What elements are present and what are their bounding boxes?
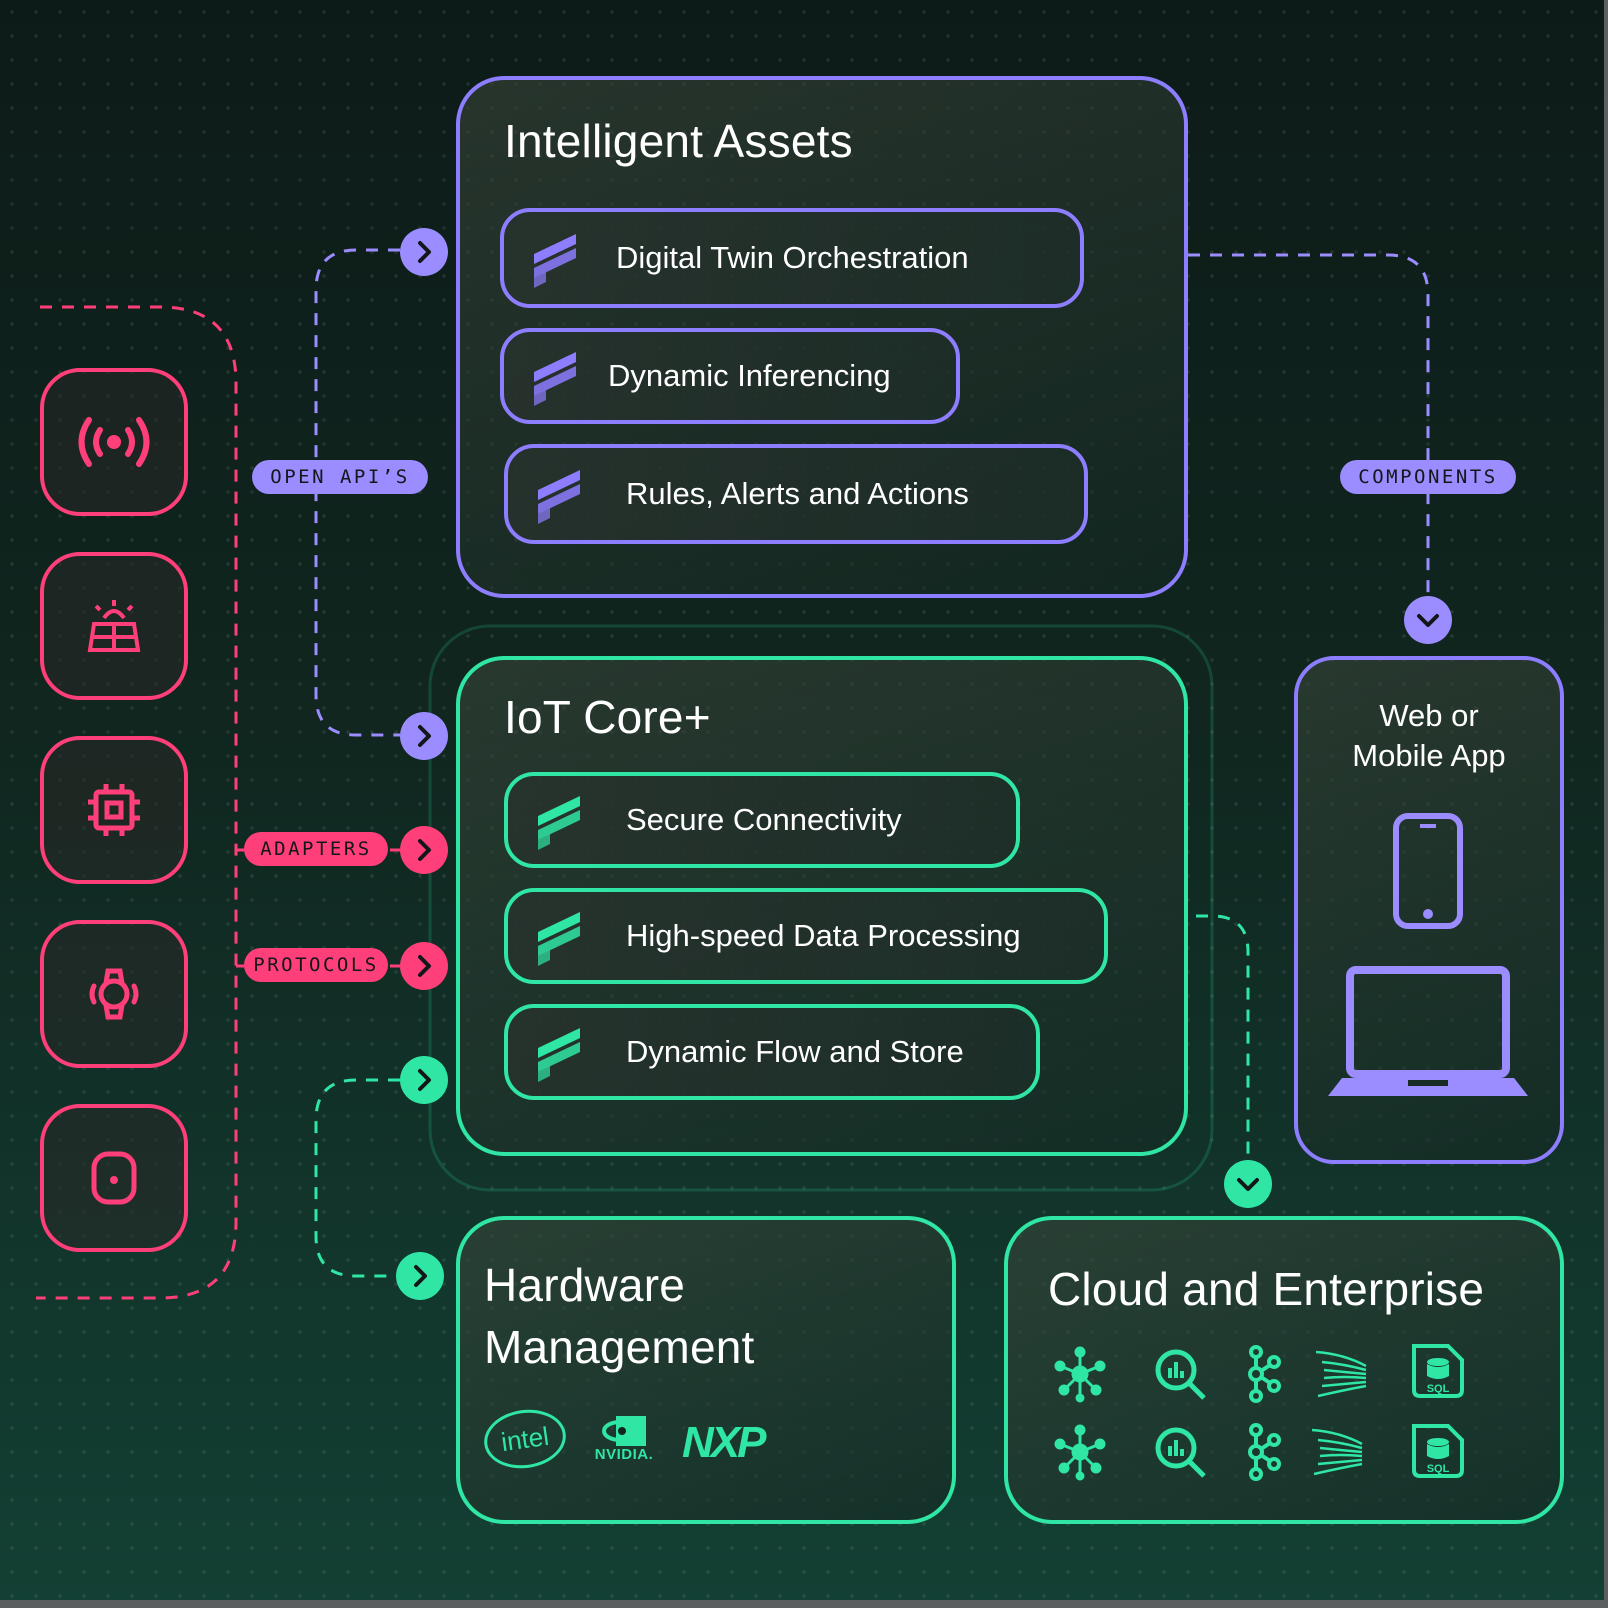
- stream-icon: [1315, 1350, 1367, 1398]
- analytics-search-icon: [1155, 1349, 1206, 1400]
- app-title: Web or Mobile App: [1294, 696, 1564, 776]
- secure-connectivity-item[interactable]: Secure Connectivity: [504, 772, 1020, 868]
- device-chip: [40, 736, 188, 884]
- high-speed-processing-label: High-speed Data Processing: [626, 918, 1021, 953]
- stack-icon: [534, 352, 576, 406]
- dynamic-flow-item[interactable]: Dynamic Flow and Store: [504, 1004, 1040, 1100]
- device-solar: [40, 552, 188, 700]
- high-speed-processing-item[interactable]: High-speed Data Processing: [504, 888, 1108, 984]
- dynamic-flow-label: Dynamic Flow and Store: [626, 1034, 964, 1069]
- hardware-title: Hardware Management: [484, 1254, 755, 1378]
- dynamic-inferencing-label: Dynamic Inferencing: [608, 358, 891, 393]
- kafka-icon: [1248, 1345, 1281, 1403]
- laptop-icon: [1328, 966, 1528, 1096]
- hardware-panel: [456, 1216, 956, 1524]
- chevron-right-icon: [400, 228, 448, 276]
- rules-alerts-item[interactable]: Rules, Alerts and Actions: [504, 444, 1088, 544]
- digital-twin-label: Digital Twin Orchestration: [616, 240, 969, 275]
- stack-icon: [538, 470, 580, 524]
- app-title-line2: Mobile App: [1352, 738, 1506, 773]
- smartwatch-icon: [89, 968, 139, 1020]
- nvidia-eye-icon: [602, 1416, 646, 1446]
- stream-icon: [1311, 1428, 1363, 1476]
- hardware-title-line1: Hardware: [484, 1259, 686, 1311]
- intelligent-assets-title: Intelligent Assets: [504, 115, 853, 167]
- chevron-right-icon: [400, 942, 448, 990]
- chevron-right-icon: [396, 1252, 444, 1300]
- analytics-search-icon: [1155, 1427, 1206, 1478]
- chevron-down-icon: [1224, 1160, 1272, 1208]
- solar-panel-icon: [87, 600, 141, 652]
- components-tag: COMPONENTS: [1340, 460, 1516, 494]
- nvidia-logo: NVIDIA.: [588, 1416, 660, 1463]
- smartphone-icon: [1393, 813, 1463, 929]
- nxp-logo: NXP: [682, 1418, 767, 1467]
- chevron-right-icon: [400, 826, 448, 874]
- iot-core-title: IoT Core+: [504, 691, 711, 743]
- hardware-title-line2: Management: [484, 1321, 755, 1374]
- stack-icon: [538, 912, 580, 966]
- adapters-tag: ADAPTERS: [244, 832, 388, 866]
- svg-text:SQL: SQL: [1427, 1383, 1450, 1395]
- hardware-line: [314, 1078, 400, 1278]
- cluster-icon: [1054, 1424, 1106, 1481]
- device-broadcast: [40, 368, 188, 516]
- iot-core-outer-frame: [428, 624, 1214, 1192]
- sql-database-icon: SQL: [1412, 1424, 1464, 1478]
- stack-icon: [538, 1028, 580, 1082]
- device-sensor: [40, 1104, 188, 1252]
- cloud-line: [1196, 914, 1250, 1160]
- chevron-down-icon: [1404, 596, 1452, 644]
- svg-text:SQL: SQL: [1427, 1463, 1450, 1475]
- kafka-icon: [1248, 1423, 1281, 1481]
- app-title-line1: Web or: [1379, 698, 1479, 733]
- dynamic-inferencing-item[interactable]: Dynamic Inferencing: [500, 328, 960, 424]
- components-line: [1188, 253, 1430, 594]
- chevron-right-icon: [400, 1056, 448, 1104]
- chip-icon: [88, 784, 140, 836]
- broadcast-icon: [78, 417, 150, 467]
- sensor-icon: [91, 1151, 137, 1205]
- cluster-icon: [1054, 1346, 1106, 1403]
- chevron-right-icon: [400, 712, 448, 760]
- stack-icon: [538, 796, 580, 850]
- device-smartwatch: [40, 920, 188, 1068]
- device-bracket-line: [36, 305, 238, 1300]
- rules-alerts-label: Rules, Alerts and Actions: [626, 476, 969, 511]
- secure-connectivity-label: Secure Connectivity: [626, 802, 902, 837]
- cloud-title: Cloud and Enterprise: [1048, 1263, 1485, 1315]
- stack-icon: [534, 234, 576, 288]
- sql-database-icon: SQL: [1412, 1344, 1464, 1398]
- open-apis-tag: OPEN API’S: [252, 460, 428, 494]
- protocols-tag: PROTOCOLS: [244, 948, 388, 982]
- digital-twin-item[interactable]: Digital Twin Orchestration: [500, 208, 1084, 308]
